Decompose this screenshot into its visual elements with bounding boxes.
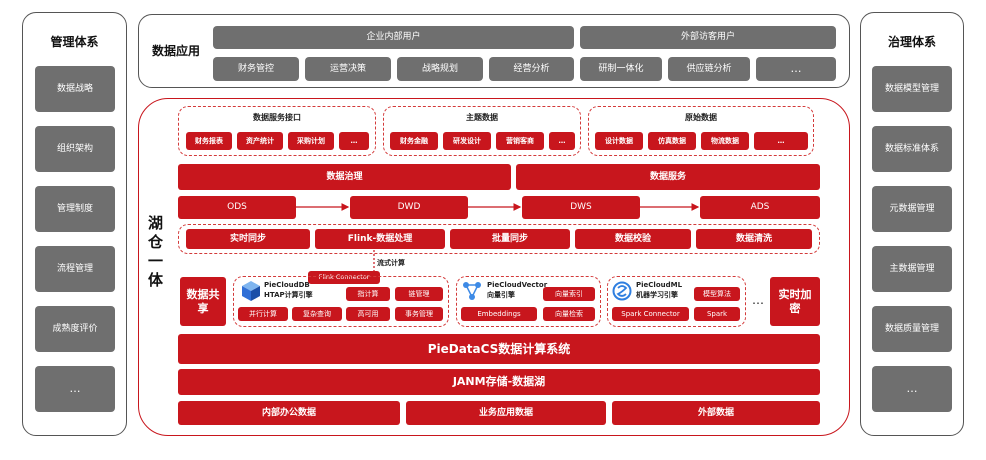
pipeline-data-cleaning: 数据清洗 [696, 229, 812, 249]
data-service-bar: 数据服务 [516, 164, 820, 190]
theme-item-rd-design: 研发设计 [443, 132, 491, 150]
ml-item-spark-connector: Spark Connector [612, 307, 689, 321]
app-item-more: … [756, 57, 836, 81]
piecloud-db-group [233, 276, 449, 327]
piecloud-ml-subtitle: 机器学习引擎 [636, 291, 678, 299]
app-item-supply-chain: 供应链分析 [668, 57, 750, 81]
vector-item-retrieval: 向量检索 [543, 307, 595, 321]
raw-item-design-data: 设计数据 [595, 132, 643, 150]
engines-more: … [752, 293, 764, 307]
si-item-more: … [339, 132, 369, 150]
service-interface-title: 数据服务接口 [253, 113, 301, 122]
piecloud-vector-icon [462, 281, 482, 305]
gov-item-more: … [872, 366, 952, 412]
layer-dws: DWS [522, 196, 640, 219]
app-item-strategic-planning: 战略规划 [397, 57, 483, 81]
source-external: 外部数据 [612, 401, 820, 425]
gov-item-data-model: 数据模型管理 [872, 66, 952, 112]
pipeline-realtime-sync: 实时同步 [186, 229, 310, 249]
janm-storage-lake: JANM存储-数据湖 [178, 369, 820, 395]
layer-ods: ODS [178, 196, 296, 219]
layer-dwd: DWD [350, 196, 468, 219]
db-item-metric-compute: 指计算 [346, 287, 390, 301]
piecloud-db-icon [241, 280, 261, 306]
theme-item-finance: 财务金融 [390, 132, 438, 150]
mgmt-item-org-structure: 组织架构 [35, 126, 115, 172]
app-item-operation-decision: 运营决策 [305, 57, 391, 81]
raw-data-group [588, 106, 814, 156]
piecloud-ml-group [607, 276, 746, 327]
theme-data-title: 主题数据 [466, 113, 498, 122]
management-system-title: 管理体系 [50, 35, 99, 49]
db-item-high-availability: 高可用 [346, 307, 390, 321]
app-item-finance-control: 财务管控 [213, 57, 299, 81]
gov-item-master-data: 主数据管理 [872, 246, 952, 292]
raw-item-simulation-data: 仿真数据 [648, 132, 696, 150]
piecloud-db-name: PieCloudDB [264, 281, 310, 289]
raw-item-more: … [754, 132, 808, 150]
app-item-rd-integration: 研制一体化 [580, 57, 662, 81]
governance-system-title: 治理体系 [887, 35, 936, 49]
db-item-parallel-compute: 并行计算 [238, 307, 288, 321]
service-interface-group [178, 106, 376, 156]
stream-compute-label: 流式计算 [377, 259, 405, 267]
piecloud-vector-name: PieCloudVector [487, 281, 548, 289]
si-item-asset-statistics: 资产统计 [237, 132, 283, 150]
gov-item-data-standards: 数据标准体系 [872, 126, 952, 172]
layer-ads: ADS [700, 196, 820, 219]
vector-item-index: 向量索引 [543, 287, 595, 301]
raw-data-title: 原始数据 [685, 113, 717, 122]
theme-data-group [383, 106, 581, 156]
data-governance-bar: 数据治理 [178, 164, 511, 190]
external-users-bar: 外部访客用户 [580, 26, 836, 49]
pipeline-data-validation: 数据校验 [575, 229, 691, 249]
data-sharing-box: 数据共享 [180, 277, 226, 326]
piecloud-db-subtitle: HTAP计算引擎 [264, 291, 313, 299]
app-item-business-analysis: 经营分析 [489, 57, 574, 81]
db-item-complex-query: 复杂查询 [292, 307, 342, 321]
pipeline-flink-processing: Flink-数据处理 [315, 229, 445, 249]
pipeline-group [178, 224, 820, 254]
ml-item-spark: Spark [694, 307, 740, 321]
piecloud-vector-subtitle: 向量引擎 [487, 291, 515, 299]
mgmt-item-more: … [35, 366, 115, 412]
lakehouse-label: 湖仓一体 [146, 215, 164, 291]
mgmt-item-data-strategy: 数据战略 [35, 66, 115, 112]
mgmt-item-maturity-evaluation: 成熟度评价 [35, 306, 115, 352]
piecloud-ml-name: PieCloudML [636, 281, 683, 289]
theme-item-more: … [549, 132, 575, 150]
piedatacs-compute-system: PieDataCS数据计算系统 [178, 334, 820, 364]
mgmt-item-management-rules: 管理制度 [35, 186, 115, 232]
db-item-chain-management: 链管理 [395, 287, 443, 301]
pipeline-batch-sync: 批量同步 [450, 229, 570, 249]
theme-item-marketing: 营销客商 [496, 132, 544, 150]
data-application-title: 数据应用 [151, 44, 200, 58]
piecloud-ml-icon [612, 281, 632, 305]
gov-item-metadata: 元数据管理 [872, 186, 952, 232]
mgmt-item-process-management: 流程管理 [35, 246, 115, 292]
vector-item-embeddings: Embeddings [461, 307, 537, 321]
si-item-procurement-plan: 采购计划 [288, 132, 334, 150]
db-item-transaction-management: 事务管理 [395, 307, 443, 321]
realtime-encryption-box: 实时加密 [770, 277, 820, 326]
source-business-application: 业务应用数据 [406, 401, 606, 425]
gov-item-data-quality: 数据质量管理 [872, 306, 952, 352]
si-item-financial-report: 财务报表 [186, 132, 232, 150]
internal-users-bar: 企业内部用户 [213, 26, 574, 49]
piecloud-vector-group [456, 276, 601, 327]
source-internal-office: 内部办公数据 [178, 401, 400, 425]
ml-item-model-algorithm: 模型算法 [694, 287, 740, 301]
raw-item-logistics-data: 物流数据 [701, 132, 749, 150]
